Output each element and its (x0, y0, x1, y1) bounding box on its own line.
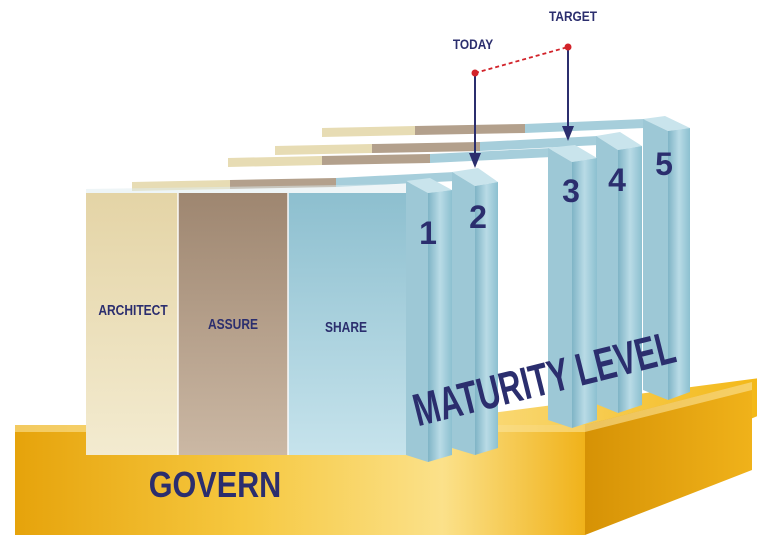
govern-label: GOVERN (149, 466, 282, 506)
target-arrow-icon (562, 126, 574, 141)
assure-label: ASSURE (208, 316, 258, 333)
level-4-number: 4 (608, 162, 626, 198)
level-5-number: 5 (655, 146, 673, 182)
level-5-panel (322, 116, 690, 400)
today-arrow-icon (469, 153, 481, 168)
target-dot-icon (564, 43, 572, 51)
level-1-number: 1 (419, 215, 437, 251)
share-label: SHARE (325, 319, 367, 336)
today-target-connector (474, 46, 569, 74)
level-3-panel (228, 145, 597, 428)
level-4-panel (275, 132, 642, 413)
target-marker: TARGET (549, 8, 597, 141)
today-label: TODAY (453, 36, 494, 52)
assure-column (178, 193, 288, 455)
level-2-number: 2 (469, 199, 487, 235)
architect-label: ARCHITECT (98, 302, 168, 319)
level-1-panel (86, 178, 452, 462)
share-column (288, 193, 406, 455)
target-label: TARGET (549, 8, 597, 24)
level-2-panel (132, 168, 498, 455)
architect-column (86, 193, 178, 455)
level-3-number: 3 (562, 173, 580, 209)
today-marker: TODAY (453, 36, 494, 168)
